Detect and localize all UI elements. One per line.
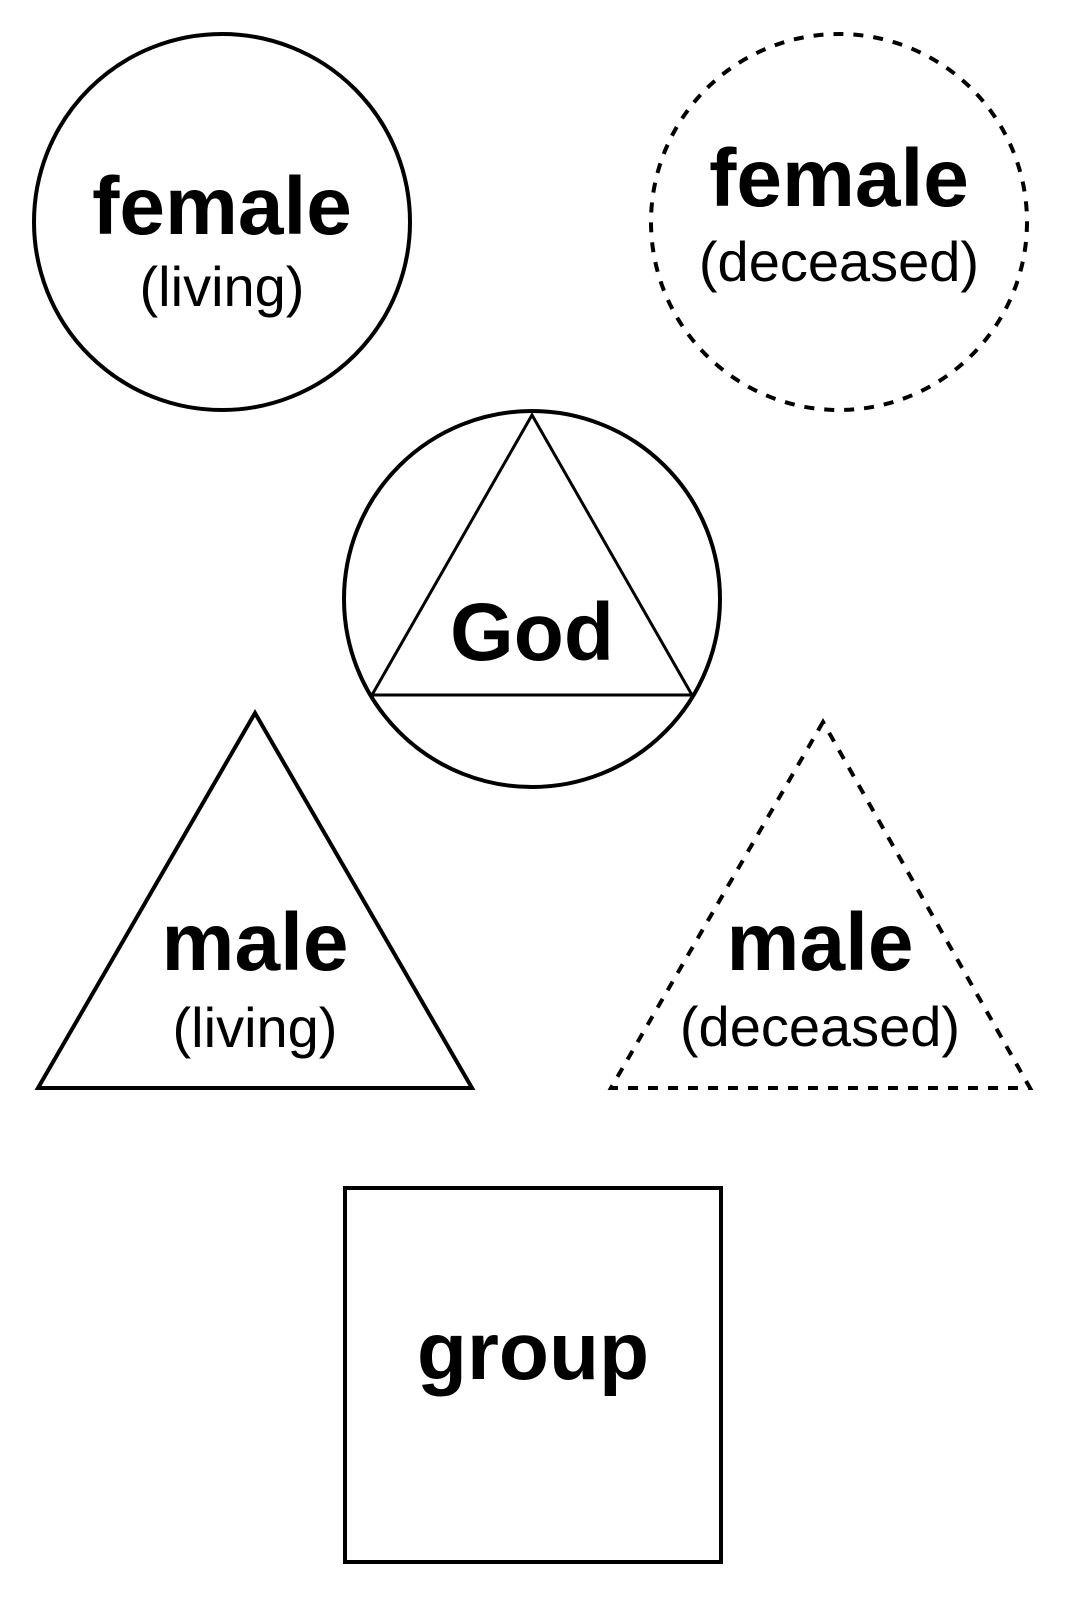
- male-deceased-symbol: male (deceased): [607, 717, 1034, 1090]
- male-living-status: (living): [173, 996, 338, 1059]
- group-symbol: group: [343, 1186, 723, 1564]
- female-deceased-label: female: [709, 133, 969, 224]
- male-living-label: male: [162, 897, 349, 988]
- female-deceased-symbol: female (deceased): [649, 32, 1029, 412]
- male-deceased-label: male: [727, 897, 914, 988]
- god-circle: [342, 409, 722, 789]
- male-deceased-status: (deceased): [680, 995, 960, 1058]
- god-symbol: God: [342, 409, 722, 789]
- female-deceased-status: (deceased): [699, 230, 979, 293]
- female-deceased-circle: [649, 32, 1029, 412]
- male-living-symbol: male (living): [34, 709, 476, 1090]
- female-living-status: (living): [140, 255, 305, 318]
- female-living-circle: [32, 32, 412, 412]
- god-triangle: [369, 411, 695, 697]
- female-living-label: female: [92, 161, 352, 252]
- god-label: God: [450, 587, 614, 678]
- male-living-triangle: [34, 709, 476, 1090]
- group-label: group: [417, 1306, 649, 1397]
- female-living-symbol: female (living): [32, 32, 412, 412]
- group-square: [343, 1186, 723, 1564]
